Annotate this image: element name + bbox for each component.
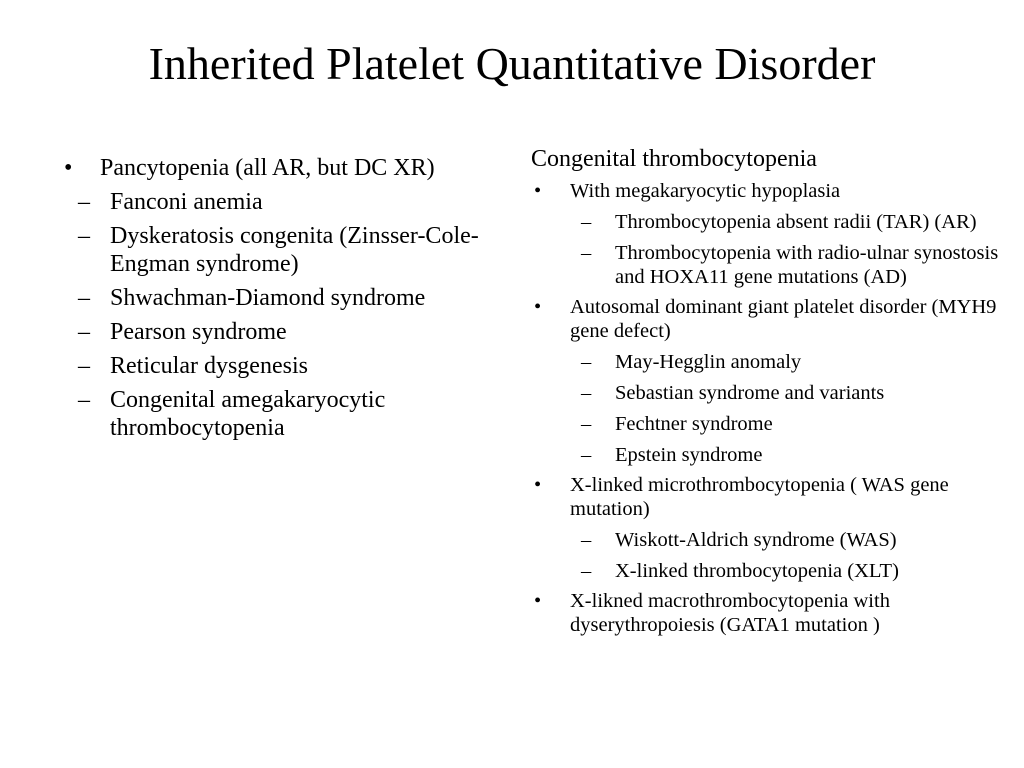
sub-item-text: Thrombocytopenia absent radii (TAR) (AR)	[615, 211, 977, 233]
sub-list: –Fanconi anemia –Dyskeratosis congenita …	[64, 188, 504, 442]
left-column: • Pancytopenia (all AR, but DC XR) –Fanc…	[64, 150, 504, 442]
sub-list: – Thrombocytopenia absent radii (TAR) (AR…	[531, 210, 1011, 289]
dash-marker: –	[78, 319, 90, 345]
sub-item-text: Dyskeratosis congenita (Zinsser-Cole-Eng…	[110, 223, 479, 277]
sub-list: – May-Hegglin anomaly – Sebastian syndrome…	[531, 350, 1011, 467]
dash-marker: –	[581, 444, 592, 466]
bullet-item: • Autosomal dominant giant platelet diso…	[531, 295, 1011, 467]
sub-item-text: Reticular dysgenesis	[110, 353, 308, 379]
dash-marker: –	[581, 211, 592, 233]
dash-marker: –	[78, 189, 90, 215]
sub-item: – Thrombocytopenia with radio-ulnar synos…	[531, 241, 1011, 289]
sub-list: – Wiskott-Aldrich syndrome (WAS) – X-linke…	[531, 528, 1011, 583]
bullet-text: X-likned macrothrombocytopenia with dyse…	[570, 590, 890, 636]
sub-item: –Pearson syndrome	[64, 318, 504, 346]
sub-item-text: X-linked thrombocytopenia (XLT)	[615, 560, 899, 582]
sub-item: – Thrombocytopenia absent radii (TAR) (AR…	[531, 210, 1011, 234]
sub-item-text: Fechtner syndrome	[615, 413, 773, 435]
bullet-text: Autosomal dominant giant platelet disord…	[570, 296, 997, 342]
dash-marker: –	[78, 387, 90, 413]
sub-item: – Sebastian syndrome and variants	[531, 381, 1011, 405]
sub-item-text: Shwachman-Diamond syndrome	[110, 285, 426, 311]
sub-item: –Fanconi anemia	[64, 188, 504, 216]
dash-marker: –	[78, 223, 90, 249]
sub-item: – May-Hegglin anomaly	[531, 350, 1011, 374]
bullet-text: With megakaryocytic hypoplasia	[570, 180, 841, 202]
bullet-item: • With megakaryocytic hypoplasia – Thromb…	[531, 179, 1011, 289]
sub-item-text: Congenital amegakaryocytic thrombocytope…	[110, 387, 386, 441]
sub-item: – Wiskott-Aldrich syndrome (WAS)	[531, 528, 1011, 552]
bullet-item: • X-likned macrothrombocytopenia with dy…	[531, 589, 1011, 637]
bullet-item: • X-linked microthrombocytopenia ( WAS g…	[531, 473, 1011, 583]
dash-marker: –	[581, 413, 592, 435]
sub-item: – Epstein syndrome	[531, 443, 1011, 467]
sub-item-text: Fanconi anemia	[110, 189, 263, 215]
sub-item-text: Sebastian syndrome and variants	[615, 382, 885, 404]
bullet-text: Pancytopenia (all AR, but DC XR)	[100, 155, 435, 181]
bullet-item: • Pancytopenia (all AR, but DC XR) –Fanc…	[64, 154, 504, 442]
sub-item: – X-linked thrombocytopenia (XLT)	[531, 559, 1011, 583]
right-column-heading: Congenital thrombocytopenia	[531, 146, 817, 172]
bullet-marker: •	[534, 474, 542, 496]
sub-item-text: Epstein syndrome	[615, 444, 763, 466]
dash-marker: –	[581, 351, 592, 373]
sub-item: –Shwachman-Diamond syndrome	[64, 284, 504, 312]
sub-item-text: May-Hegglin anomaly	[615, 351, 802, 373]
dash-marker: –	[78, 285, 90, 311]
sub-item: –Reticular dysgenesis	[64, 352, 504, 380]
right-bullet-list: • With megakaryocytic hypoplasia – Thromb…	[531, 179, 1011, 637]
sub-item: –Dyskeratosis congenita (Zinsser-Cole-En…	[64, 222, 504, 278]
dash-marker: –	[581, 382, 592, 404]
dash-marker: –	[581, 560, 592, 582]
bullet-marker: •	[534, 296, 542, 318]
sub-item-text: Thrombocytopenia with radio-ulnar synost…	[615, 242, 999, 288]
bullet-marker: •	[534, 180, 542, 202]
left-bullet-list: • Pancytopenia (all AR, but DC XR) –Fanc…	[64, 154, 504, 442]
sub-item: – Fechtner syndrome	[531, 412, 1011, 436]
right-column: Congenital thrombocytopenia • With megak…	[531, 145, 1011, 637]
bullet-marker: •	[64, 155, 73, 181]
slide-title: Inherited Platelet Quantitative Disorder	[148, 38, 876, 89]
dash-marker: –	[78, 353, 90, 379]
dash-marker: –	[581, 242, 592, 264]
sub-item-text: Wiskott-Aldrich syndrome (WAS)	[615, 529, 897, 551]
bullet-text: X-linked microthrombocytopenia ( WAS gen…	[570, 474, 949, 520]
sub-item: –Congenital amegakaryocytic thrombocytop…	[64, 386, 504, 442]
bullet-marker: •	[534, 590, 542, 612]
dash-marker: –	[581, 529, 592, 551]
sub-item-text: Pearson syndrome	[110, 319, 287, 345]
